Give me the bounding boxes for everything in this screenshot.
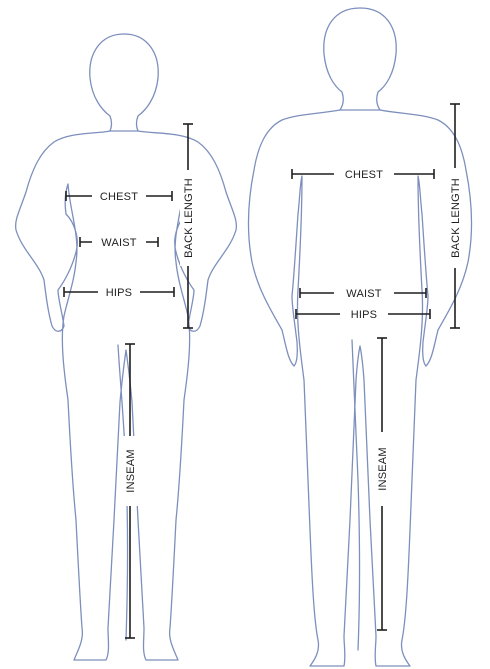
male-back-length-label: BACK LENGTH [450, 178, 462, 258]
male-waist-label: WAIST [346, 288, 382, 300]
male-inseam-label: INSEAM [377, 447, 389, 490]
male-chest-label: CHEST [345, 169, 383, 181]
male-figure [248, 8, 471, 666]
female-inseam-label: INSEAM [125, 449, 137, 492]
female-back-length-label: BACK LENGTH [183, 178, 195, 258]
male-head-outline [324, 8, 396, 110]
male-measurements: CHEST WAIST HIPS BACK LENGTH INSEAM [292, 104, 463, 630]
female-head-outline [90, 34, 158, 131]
female-chest-label: CHEST [100, 191, 138, 203]
female-measurements: CHEST WAIST HIPS BACK LENGTH INSEAM [64, 124, 196, 638]
female-waist-label: WAIST [101, 237, 137, 249]
female-hips-label: HIPS [106, 287, 132, 299]
female-figure [16, 34, 237, 660]
male-hips-label: HIPS [351, 309, 377, 321]
female-body-outline [16, 131, 237, 660]
